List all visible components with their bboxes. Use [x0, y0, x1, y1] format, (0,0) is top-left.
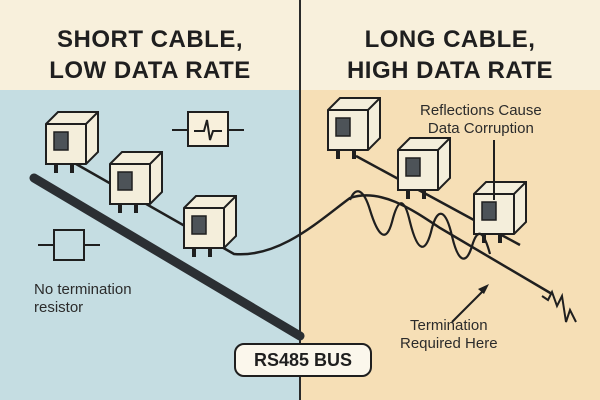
left-title-line2: LOW DATA RATE	[49, 57, 251, 84]
resistor-zigzag-icon	[541, 289, 577, 323]
pulse-waveform-icon	[172, 111, 244, 147]
no-termination-line1: No termination	[34, 281, 132, 298]
termination-line1: Termination	[410, 317, 488, 334]
reflections-label: Reflections Cause Data Corruption	[420, 102, 542, 138]
node-device-icon-1	[45, 111, 99, 174]
reflection-wave-icon	[348, 190, 492, 260]
termination-line2: Required Here	[400, 335, 498, 352]
left-header-panel	[0, 0, 300, 90]
node-device-icon-5	[397, 137, 451, 200]
no-termination-label: No termination resistor	[34, 281, 132, 317]
reflections-line2: Data Corruption	[427, 120, 534, 137]
left-title-line1: SHORT CABLE,	[57, 26, 243, 53]
right-header-panel	[300, 0, 600, 90]
reflections-line1: Reflections Cause	[420, 102, 542, 119]
termination-label: Termination Required Here	[400, 317, 498, 353]
right-title-line2: HIGH DATA RATE	[346, 57, 554, 84]
center-divider	[299, 0, 301, 400]
node-device-icon-2	[109, 151, 163, 214]
right-title: LONG CABLE, HIGH DATA RATE	[300, 24, 600, 86]
main-bus-cable	[29, 173, 305, 341]
left-title: SHORT CABLE, LOW DATA RATE	[0, 24, 300, 86]
node-device-icon-4	[327, 97, 381, 160]
right-title-line1: LONG CABLE,	[364, 26, 536, 53]
termination-arrow	[451, 284, 489, 323]
node-device-icon-3	[183, 195, 237, 258]
no-termination-line2: resistor	[34, 299, 84, 316]
resistor-symbol-icon	[38, 229, 100, 261]
rs485-bus-badge: RS485 BUS	[234, 343, 372, 377]
